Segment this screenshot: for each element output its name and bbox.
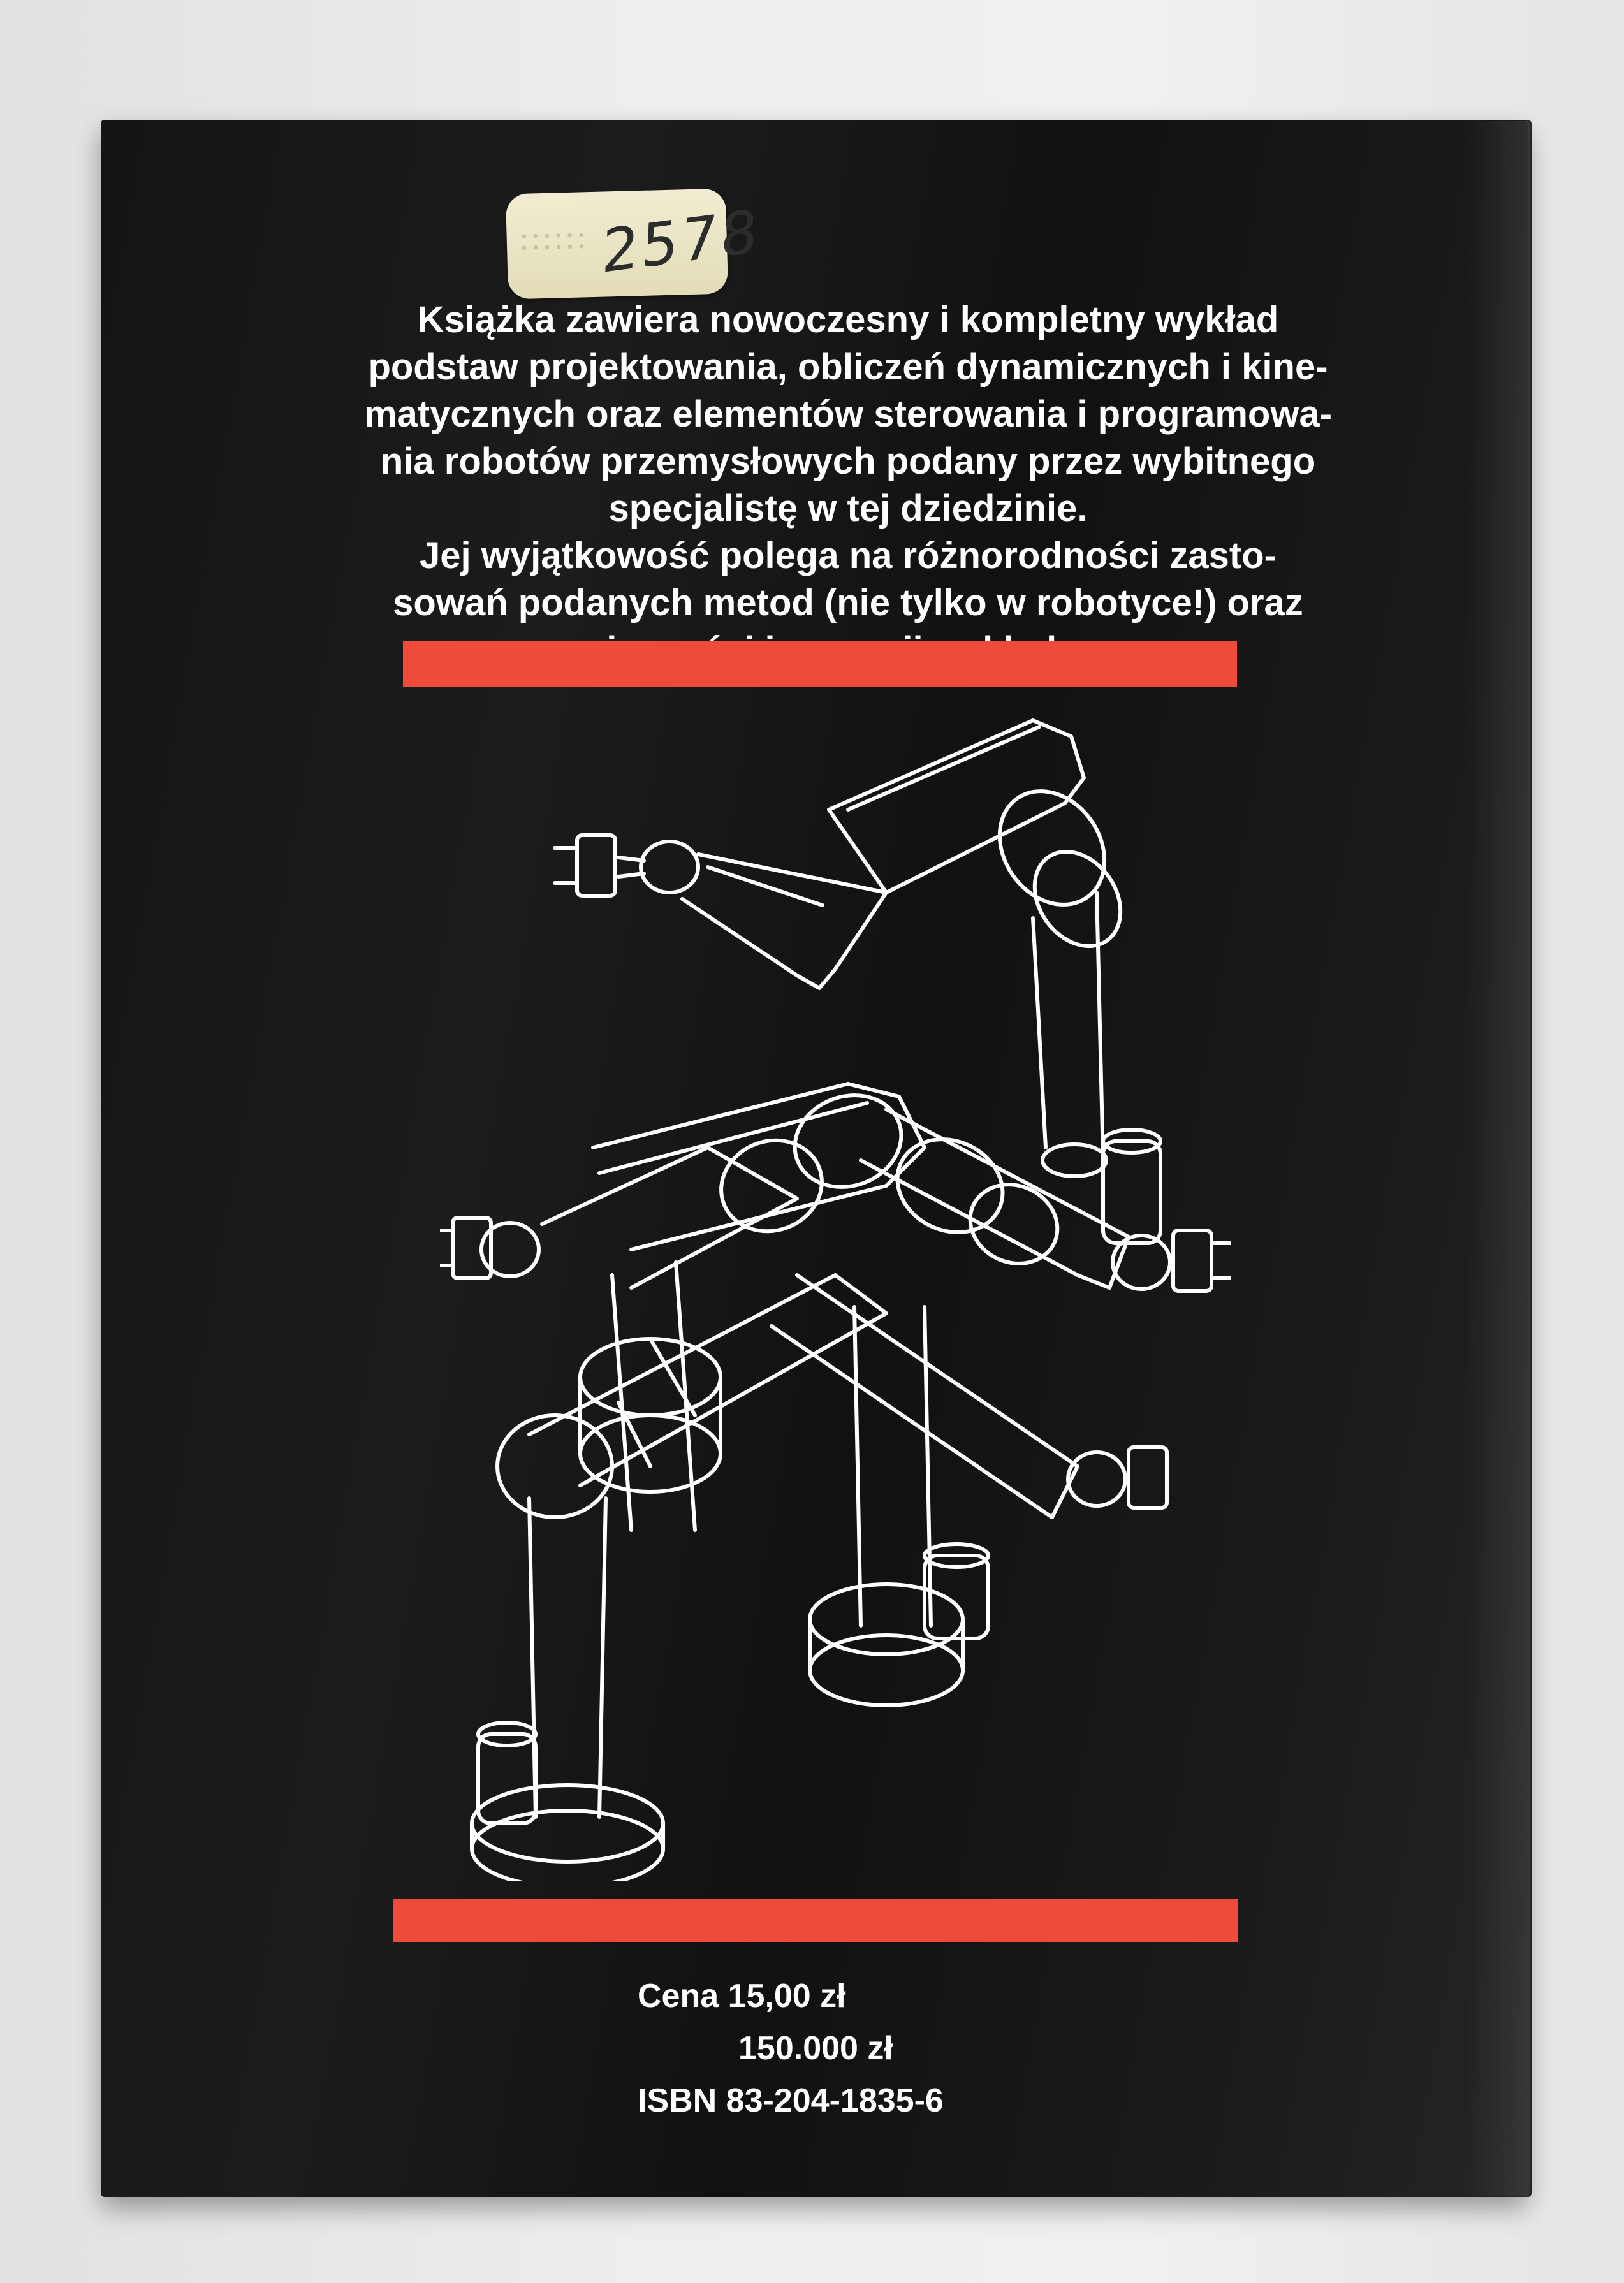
robot-arm-right bbox=[770, 1107, 1231, 1707]
sticker-texture bbox=[518, 229, 589, 257]
price-block: Cena 15,00 zł 150.000 zł ISBN 83-204-183… bbox=[638, 1970, 944, 2127]
robot-arm-top bbox=[553, 718, 1162, 1245]
robot-arm-middle bbox=[440, 1082, 926, 1532]
cover-blurb: Książka zawiera nowoczesny i kompletny w… bbox=[332, 296, 1364, 674]
blurb-line: nia robotów przemysłowych podany przez w… bbox=[380, 441, 1316, 482]
blurb-line: sowań podanych metod (nie tylko w roboty… bbox=[393, 582, 1303, 624]
book-spine-edge bbox=[1467, 121, 1530, 2196]
robot-arms-illustration bbox=[440, 701, 1231, 1881]
blurb-line: matycznych oraz elementów sterowania i p… bbox=[363, 393, 1333, 435]
isbn: ISBN 83-204-1835-6 bbox=[638, 2082, 944, 2119]
robot-arm-bottom bbox=[470, 1273, 888, 1881]
blurb-line: Książka zawiera nowoczesny i kompletny w… bbox=[417, 299, 1279, 340]
blurb-line: Jej wyjątkowość polega na różnorodności … bbox=[420, 535, 1277, 576]
red-bar-top bbox=[403, 641, 1237, 687]
red-bar-bottom bbox=[393, 1899, 1238, 1942]
price-line: Cena 15,00 zł bbox=[638, 1978, 846, 2015]
library-sticker: 2578 bbox=[505, 188, 761, 300]
blurb-line: podstaw projektowania, obliczeń dynamicz… bbox=[368, 346, 1328, 388]
price-old: 150.000 zł bbox=[738, 2030, 893, 2067]
blurb-line: specjalistę w tej dziedzinie. bbox=[608, 488, 1088, 529]
